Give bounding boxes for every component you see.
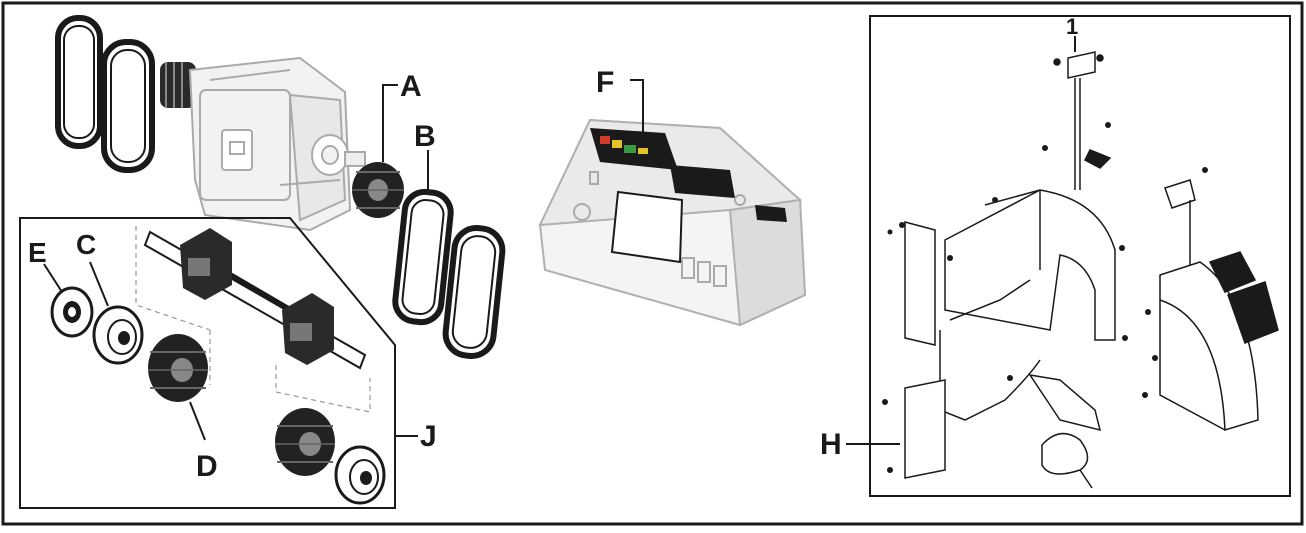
pulley-D <box>148 334 208 402</box>
leader-A <box>382 84 398 162</box>
label-C: C <box>76 229 96 260</box>
housing-assembly <box>882 51 1279 489</box>
label-B: B <box>414 120 436 153</box>
shaft-assembly <box>135 226 371 413</box>
hub-C <box>92 305 144 365</box>
label-F: F <box>596 66 614 99</box>
motor-body <box>188 56 352 232</box>
belts-B <box>392 188 506 359</box>
label-E: E <box>28 237 47 268</box>
console-screen <box>610 190 684 264</box>
label-J: J <box>420 420 437 453</box>
warning-decal <box>590 128 678 170</box>
spec-decal <box>670 165 735 198</box>
label-H: H <box>820 428 842 461</box>
control-console <box>538 118 807 327</box>
inset-J-frame <box>19 217 396 509</box>
flange-E <box>50 286 94 338</box>
leader-E <box>43 263 63 293</box>
belt-left-2 <box>101 39 155 173</box>
label-1: 1 <box>1066 14 1078 39</box>
label-A: A <box>400 70 422 103</box>
flange-lower <box>334 445 386 505</box>
belt-left-1 <box>55 15 103 149</box>
label-D: D <box>196 450 218 483</box>
leader-F <box>630 79 644 132</box>
housing-panel-frame <box>869 15 1291 497</box>
motor-assembly <box>55 15 366 232</box>
console-knob <box>573 203 591 221</box>
console-switches <box>681 257 727 287</box>
pulley-lower <box>275 408 335 476</box>
motor-pulley <box>160 62 196 108</box>
small-decal <box>755 205 787 222</box>
pulley-A <box>352 162 404 218</box>
leader-D <box>189 401 206 441</box>
leader-C <box>89 261 109 307</box>
